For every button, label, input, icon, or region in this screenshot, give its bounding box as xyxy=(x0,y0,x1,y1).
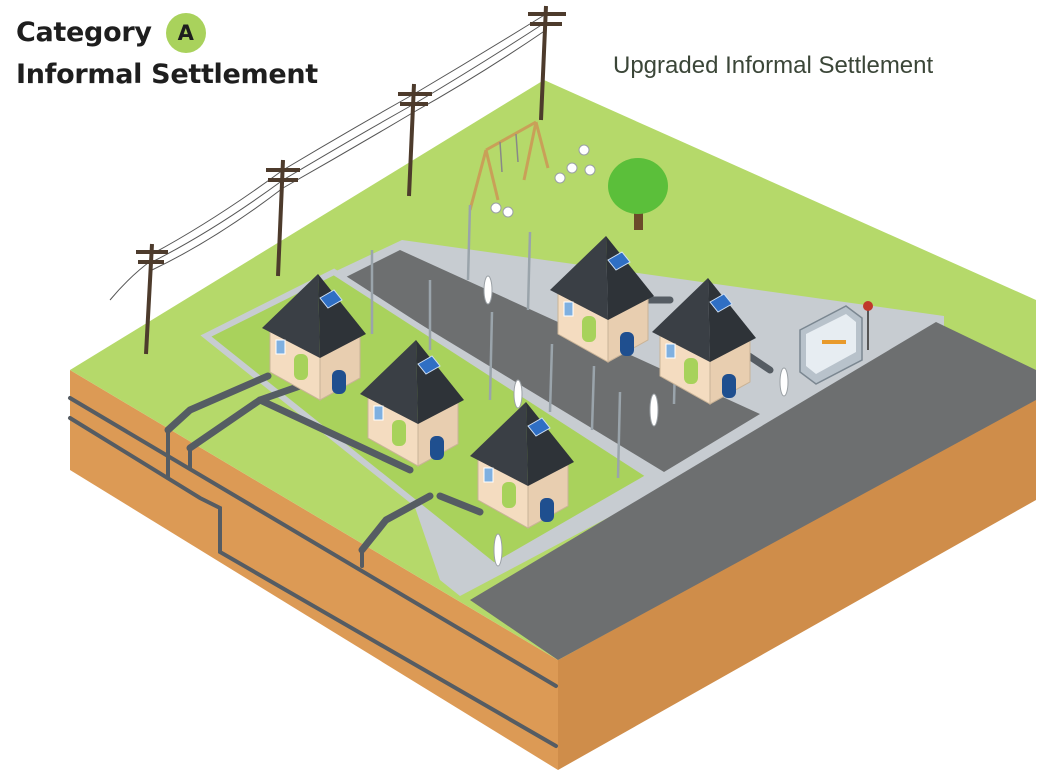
playground-people xyxy=(490,144,596,218)
house-icon xyxy=(470,402,574,529)
house-door xyxy=(502,482,516,508)
tree-icon xyxy=(608,158,668,230)
house-connection-pipes xyxy=(164,296,774,554)
yard-pipe xyxy=(358,492,434,554)
house-icon xyxy=(262,274,366,401)
solar-panel-icon xyxy=(319,289,343,309)
house-window xyxy=(483,467,494,483)
solar-panel-icon xyxy=(417,355,441,375)
house-roof xyxy=(470,402,528,486)
solar-panel-icon xyxy=(607,251,631,271)
page-title: Informal Settlement xyxy=(16,59,318,90)
house-icon xyxy=(360,340,464,467)
house-roof xyxy=(652,278,710,362)
house-window xyxy=(275,339,286,355)
category-badge: A xyxy=(165,13,206,53)
house-roof xyxy=(360,340,418,424)
water-tank-icon xyxy=(540,498,554,522)
house-door xyxy=(684,358,698,384)
house-icon xyxy=(550,236,654,363)
yard-pipe xyxy=(164,372,272,434)
swing-set-icon xyxy=(468,120,550,211)
yard-pipe xyxy=(256,396,414,474)
diagram-subtitle: Upgraded Informal Settlement xyxy=(613,52,934,79)
house-roof xyxy=(550,236,608,320)
main-pipe-lower xyxy=(68,416,558,748)
person-icon xyxy=(483,275,789,567)
house-roof xyxy=(262,274,320,358)
power-pole-icon xyxy=(136,5,566,355)
category-label: Category xyxy=(16,17,152,48)
house-door xyxy=(582,316,596,342)
bus-shelter-icon xyxy=(799,301,873,385)
water-tank-icon xyxy=(332,370,346,394)
power-lines xyxy=(109,13,547,301)
yard-pipe xyxy=(436,492,484,516)
houses xyxy=(262,236,756,529)
solar-panel-icon xyxy=(527,417,551,437)
house-door xyxy=(294,354,308,380)
house-door xyxy=(392,420,406,446)
house-icon xyxy=(652,278,756,405)
house-window xyxy=(373,405,384,421)
title-block: Category A Informal Settlement xyxy=(16,12,318,96)
solar-panel-icon xyxy=(709,293,733,313)
main-road xyxy=(470,322,1036,660)
water-tank-icon xyxy=(722,374,736,398)
water-tank-icon xyxy=(430,436,444,460)
soil-right-face xyxy=(558,398,1036,770)
main-pipe-upper xyxy=(68,396,558,688)
house-window xyxy=(563,301,574,317)
category-row: Category A xyxy=(16,12,318,54)
water-tank-icon xyxy=(620,332,634,356)
house-window xyxy=(665,343,676,359)
